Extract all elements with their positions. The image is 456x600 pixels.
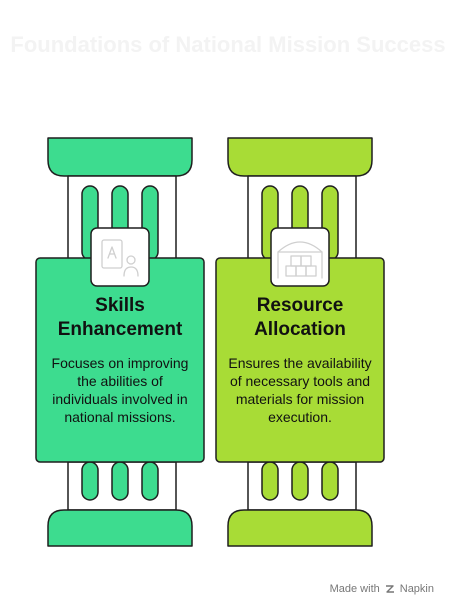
- pillar-capital: [227, 137, 373, 177]
- skills-icon: [101, 239, 139, 277]
- pillar-description: Focuses on improving the abilities of in…: [51, 355, 189, 425]
- pillar-text-skills: Skills Enhancement Focuses on improving …: [36, 294, 204, 426]
- pillar-description: Ensures the availability of necessary to…: [228, 355, 372, 425]
- pillar-base: [227, 509, 373, 547]
- pillar-capital: [47, 137, 193, 177]
- pillar-flute: [261, 461, 279, 501]
- pillar-flute: [81, 461, 99, 501]
- pillar-resources: [215, 137, 385, 547]
- napkin-icon: [385, 585, 394, 593]
- pillar-flute: [111, 461, 129, 501]
- pillar-flute: [321, 461, 339, 501]
- pillar-skills: [35, 137, 205, 547]
- pillar-title: Skills Enhancement: [57, 295, 183, 340]
- pillar-base: [47, 509, 193, 547]
- pillar-text-resources: Resource Allocation Ensures the availabi…: [216, 294, 384, 426]
- diagram-title: Foundations of National Mission Success: [10, 32, 446, 57]
- pillar-icon-box: [270, 227, 330, 287]
- pillar-icon-box: [90, 227, 150, 287]
- pillar-flute: [291, 461, 309, 501]
- resources-icon: [277, 241, 323, 279]
- napkin-brand: Napkin: [399, 583, 434, 595]
- pillar-flute: [141, 461, 159, 501]
- pillar-title: Resource Allocation: [254, 295, 346, 340]
- made-with-label: Made with: [329, 583, 380, 595]
- made-with-napkin[interactable]: Made with Napkin: [330, 583, 434, 595]
